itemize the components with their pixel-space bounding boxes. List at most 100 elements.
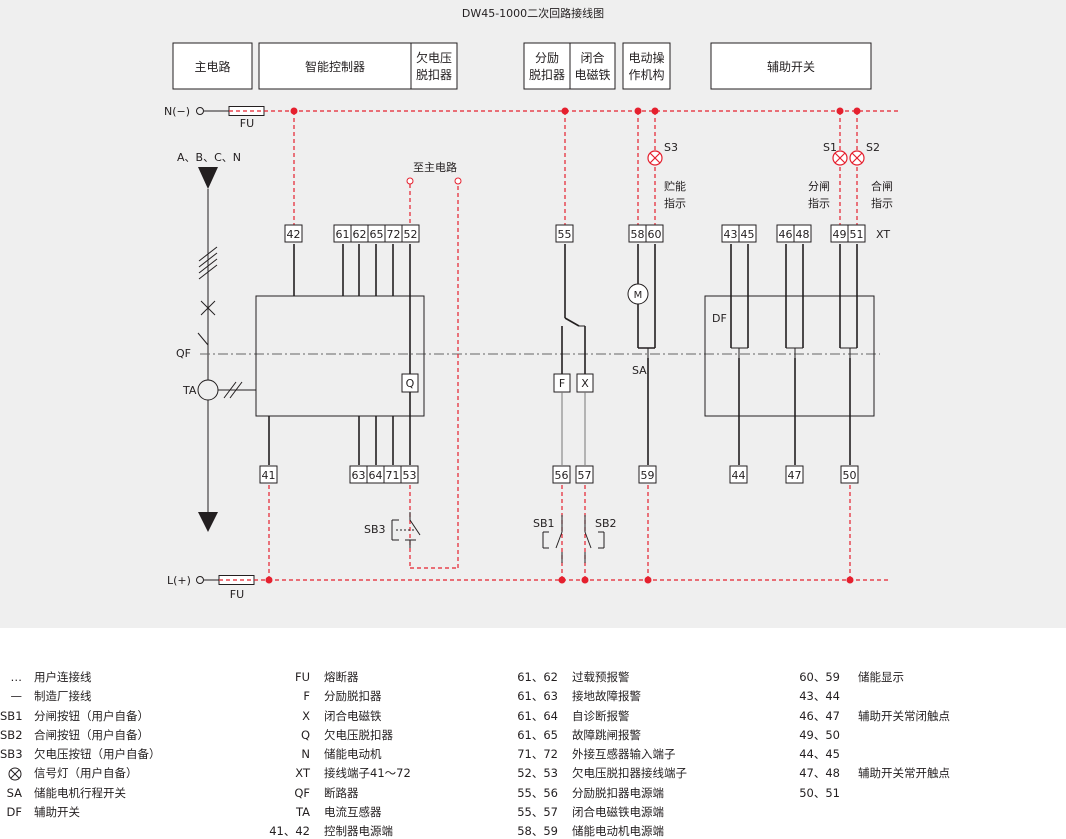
legend-key: 41、42 (269, 824, 310, 839)
legend-desc: 自诊断报警 (572, 708, 630, 723)
to-main-circuit-label: 至主电路 (413, 161, 457, 174)
legend-key: 44、45 (799, 747, 840, 762)
current-transformer (197, 379, 219, 401)
undervoltage-label-2: 脱扣器 (416, 67, 452, 82)
sb3-button: SB3 (364, 512, 421, 548)
terminal-60: 60 (648, 228, 662, 241)
legend-row: 46、47 辅助开关常闭触点 (790, 707, 1060, 726)
legend-key: 55、56 (517, 785, 558, 800)
closing-box (569, 42, 616, 90)
terminal-64: 64 (369, 469, 383, 482)
legend-row: 61、64 自诊断报警 (500, 707, 790, 726)
legend-key: 55、57 (517, 805, 558, 820)
legend-desc: 欠电压脱扣器接线端子 (572, 766, 687, 781)
legend-row: 49、50 (790, 726, 1060, 745)
main-circuit-box (172, 42, 253, 90)
terminal-45: 45 (741, 228, 755, 241)
terminal-72: 72 (387, 228, 401, 241)
top-terminals: 42 61 62 65 72 52 55 58 60 43 45 46 48 4… (284, 224, 866, 243)
legend-key: 61、65 (517, 727, 558, 742)
terminal-71: 71 (386, 469, 400, 482)
motor-section: M SA S3 贮能 指示 (627, 141, 686, 465)
x-label: X (581, 377, 589, 390)
fuse-top-label: FU (240, 117, 254, 130)
legend-desc: 信号灯（用户自备） (34, 766, 138, 781)
diagram-title: DW45-1000二次回路接线图 (462, 6, 604, 20)
close-indicator-2: 指示 (871, 196, 893, 210)
storage-indicator-1: 贮能 (664, 179, 686, 193)
terminal-41: 41 (262, 469, 276, 482)
aux-switch-box (710, 42, 872, 90)
f-label: F (559, 377, 565, 390)
legend-desc: 接线端子41～72 (324, 766, 411, 781)
legend-key: 49、50 (799, 727, 840, 742)
legend-key: 46、47 (799, 708, 840, 723)
legend-row: Q 欠电压脱扣器 (260, 726, 510, 745)
legend-key: — (10, 689, 23, 704)
terminal-42: 42 (287, 228, 301, 241)
legend-key: 43、44 (799, 689, 840, 704)
terminal-55: 55 (558, 228, 572, 241)
legend-key: Q (300, 727, 310, 742)
legend-desc: 熔断器 (324, 670, 359, 684)
legend-desc: 外接互感器输入端子 (572, 747, 676, 762)
wiring-diagram: DW45-1000二次回路接线图 主电路 智能控制器 欠电压 脱扣器 分励 脱扣… (164, 6, 900, 601)
legend-desc: 闭合电磁铁 (324, 708, 382, 723)
terminal-50: 50 (843, 469, 857, 482)
qf-label: QF (176, 347, 191, 360)
ta-label: TA (182, 384, 197, 397)
shunt-box (523, 42, 571, 90)
motor-mechanism-label-1: 电动操 (628, 50, 664, 65)
legend-key: 61、63 (517, 689, 558, 704)
terminal-56: 56 (555, 469, 569, 482)
terminal-47: 47 (788, 469, 802, 482)
xt-label: XT (876, 228, 890, 241)
s3-label: S3 (664, 141, 678, 154)
arrow-down-bottom-icon (198, 512, 218, 532)
legend-desc: 分闸按钮（用户自备） (34, 708, 149, 723)
open-indicator-1: 分闸 (808, 180, 830, 193)
legend-desc: 储能显示 (858, 670, 904, 684)
terminal-49: 49 (833, 228, 847, 241)
n-rail-label: N(−) (164, 105, 190, 118)
legend-key: 61、64 (517, 708, 558, 723)
aux-switch-df: DF (704, 141, 893, 465)
shunt-label-1: 分励 (535, 51, 559, 65)
smart-controller-box (258, 42, 412, 90)
legend-desc: 用户连接线 (34, 670, 92, 684)
controller-body (255, 295, 425, 417)
df-label: DF (712, 312, 727, 325)
legend-key: 61、62 (517, 670, 558, 684)
legend-key: DF (6, 805, 22, 820)
legend-key: 58、59 (517, 824, 558, 839)
l-rail: L(+) FU (167, 574, 890, 601)
aux-switch-label: 辅助开关 (767, 60, 815, 74)
header-boxes: 主电路 智能控制器 欠电压 脱扣器 分励 脱扣器 闭合 电磁铁 电动操 作机构 … (172, 42, 872, 90)
legend-key: SA (6, 785, 22, 800)
fuse-bottom-label: FU (230, 588, 244, 601)
legend-desc: 过载预报警 (572, 670, 630, 684)
legend-row: 61、62 过载预报警 (500, 668, 790, 687)
sb3-label: SB3 (364, 523, 386, 536)
legend-desc: 合闸按钮（用户自备） (34, 727, 149, 742)
terminal-48: 48 (796, 228, 810, 241)
close-indicator-1: 合闸 (871, 179, 893, 193)
n-rail: N(−) FU (164, 105, 900, 130)
legend-desc: 欠电压脱扣器 (324, 727, 393, 742)
legend-key: SB2 (0, 727, 23, 742)
motor-label: M (634, 290, 643, 301)
main-circuit: A、B、C、N QF TA (176, 151, 256, 532)
legend-row: SB2 合闸按钮（用户自备） (0, 726, 260, 745)
legend-desc: 辅助开关常闭触点 (858, 708, 950, 723)
